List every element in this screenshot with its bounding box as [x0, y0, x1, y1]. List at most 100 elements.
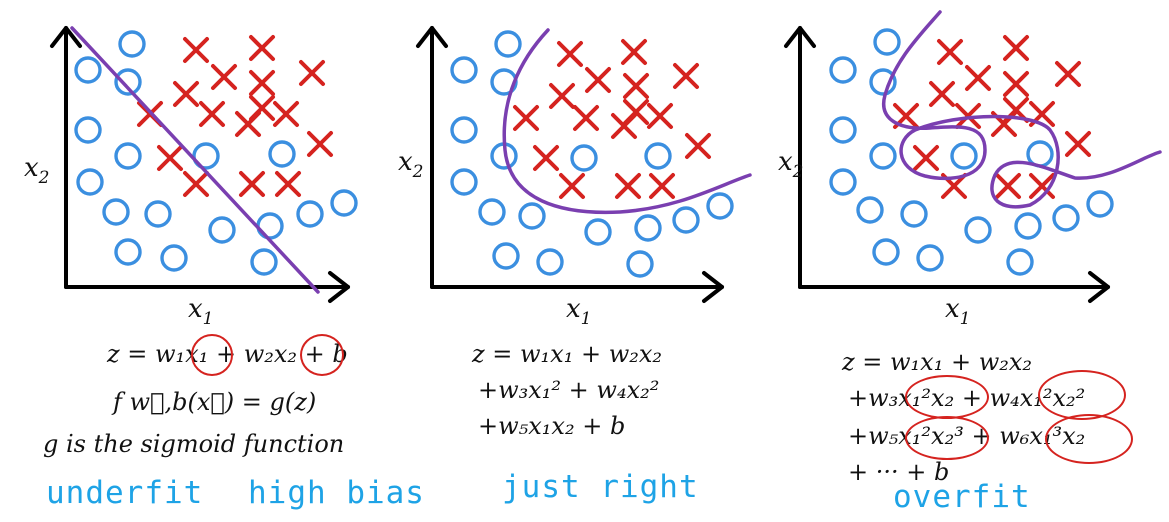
positive-sample-marker — [685, 133, 711, 159]
negative-sample-marker — [869, 142, 897, 170]
positive-sample-marker — [559, 173, 585, 199]
x-axis-arrowhead — [328, 271, 350, 303]
equation-overfit-line2: +w₃x₁²x₂ + w₄x₁²x₂² — [848, 384, 1086, 412]
cross-stroke — [549, 83, 575, 109]
cross-stroke — [239, 171, 265, 197]
y-axis-arrowhead — [416, 26, 448, 48]
x-axis-label: x1 — [188, 294, 214, 329]
cross-stroke — [249, 35, 275, 61]
negative-sample-marker — [856, 196, 884, 224]
cross-stroke — [611, 113, 637, 139]
cross-stroke — [649, 173, 675, 199]
cross-stroke — [211, 64, 237, 90]
decision-boundary-quadratic — [502, 28, 752, 215]
y-axis-label-subscript: 2 — [412, 162, 424, 182]
cross-stroke — [615, 173, 641, 199]
negative-sample-marker — [74, 116, 102, 144]
cross-stroke — [173, 81, 199, 107]
positive-sample-marker — [211, 64, 237, 90]
positive-sample-marker — [235, 111, 261, 137]
positive-sample-marker — [307, 131, 333, 157]
positive-sample-marker — [239, 171, 265, 197]
positive-sample-marker — [183, 37, 209, 63]
caption-underfit: underfit — [46, 475, 204, 511]
negative-sample-marker — [192, 142, 220, 170]
cross-stroke — [995, 173, 1021, 199]
cross-stroke — [307, 131, 333, 157]
positive-sample-marker — [1055, 61, 1081, 87]
negative-sample-marker — [900, 200, 928, 228]
positive-sample-marker — [549, 83, 575, 109]
negative-sample-marker — [964, 216, 992, 244]
cross-stroke — [183, 37, 209, 63]
cross-stroke — [273, 101, 299, 127]
negative-sample-marker — [450, 116, 478, 144]
cross-stroke — [183, 171, 209, 197]
decision-boundary-overfit — [881, 10, 1162, 209]
negative-sample-marker — [478, 198, 506, 226]
cross-stroke — [557, 41, 583, 67]
cross-stroke — [299, 60, 325, 86]
negative-sample-marker — [114, 68, 142, 96]
negative-sample-marker — [1052, 204, 1080, 232]
negative-sample-marker — [160, 244, 188, 272]
negative-sample-marker — [518, 202, 546, 230]
cross-stroke — [1065, 131, 1091, 157]
x-axis-arrowhead — [702, 271, 724, 303]
positive-sample-marker — [647, 103, 673, 129]
y-axis-label-subscript: 2 — [38, 168, 50, 188]
equation-overfit-line1: z = w₁x₁ + w₂x₂ — [842, 348, 1033, 376]
equation-underfit-line2: f w⃗,b(x⃗) = g(z) — [113, 388, 317, 416]
cross-stroke — [559, 173, 585, 199]
decision-boundary-linear — [70, 26, 320, 294]
positive-sample-marker — [621, 39, 647, 65]
cross-stroke — [157, 145, 183, 171]
equation-underfit-line3: g is the sigmoid function — [43, 430, 345, 458]
negative-sample-marker — [450, 56, 478, 84]
y-axis-label: x2 — [778, 147, 804, 182]
negative-sample-marker — [873, 28, 901, 56]
positive-sample-marker — [937, 39, 963, 65]
negative-sample-marker — [672, 206, 700, 234]
x-axis-label-subscript: 1 — [581, 309, 592, 329]
negative-sample-marker — [1006, 248, 1034, 276]
cross-stroke — [275, 171, 301, 197]
positive-sample-marker — [929, 81, 955, 107]
positive-sample-marker — [649, 173, 675, 199]
cross-stroke — [937, 39, 963, 65]
negative-sample-marker — [869, 68, 897, 96]
cross-stroke — [1055, 61, 1081, 87]
y-axis-arrowhead — [50, 26, 82, 48]
equation-justright-line3: +w₅x₁x₂ + b — [478, 412, 626, 440]
x-axis-label-subscript: 1 — [203, 309, 214, 329]
positive-sample-marker — [673, 63, 699, 89]
negative-sample-marker — [916, 244, 944, 272]
positive-sample-marker — [913, 145, 939, 171]
negative-sample-marker — [829, 56, 857, 84]
cross-stroke — [673, 63, 699, 89]
negative-sample-marker — [450, 168, 478, 196]
negative-sample-marker — [626, 250, 654, 278]
positive-sample-marker — [573, 105, 599, 131]
negative-sample-marker — [114, 142, 142, 170]
negative-sample-marker — [102, 198, 130, 226]
negative-sample-marker — [1086, 190, 1114, 218]
negative-sample-marker — [296, 200, 324, 228]
negative-sample-marker — [570, 144, 598, 172]
negative-sample-marker — [584, 218, 612, 246]
equation-overfit-line4: + ··· + b — [848, 458, 950, 486]
cross-stroke — [913, 145, 939, 171]
positive-sample-marker — [173, 81, 199, 107]
caption-high-bias: high bias — [248, 475, 425, 511]
x-axis-label-subscript: 1 — [960, 309, 971, 329]
negative-sample-marker — [114, 238, 142, 266]
cross-stroke — [647, 103, 673, 129]
negative-sample-marker — [634, 214, 662, 242]
negative-sample-marker — [250, 248, 278, 276]
cross-stroke — [573, 105, 599, 131]
cross-stroke — [685, 133, 711, 159]
negative-sample-marker — [76, 168, 104, 196]
cross-stroke — [1003, 71, 1029, 97]
cross-stroke — [235, 111, 261, 137]
cross-stroke — [513, 105, 539, 131]
